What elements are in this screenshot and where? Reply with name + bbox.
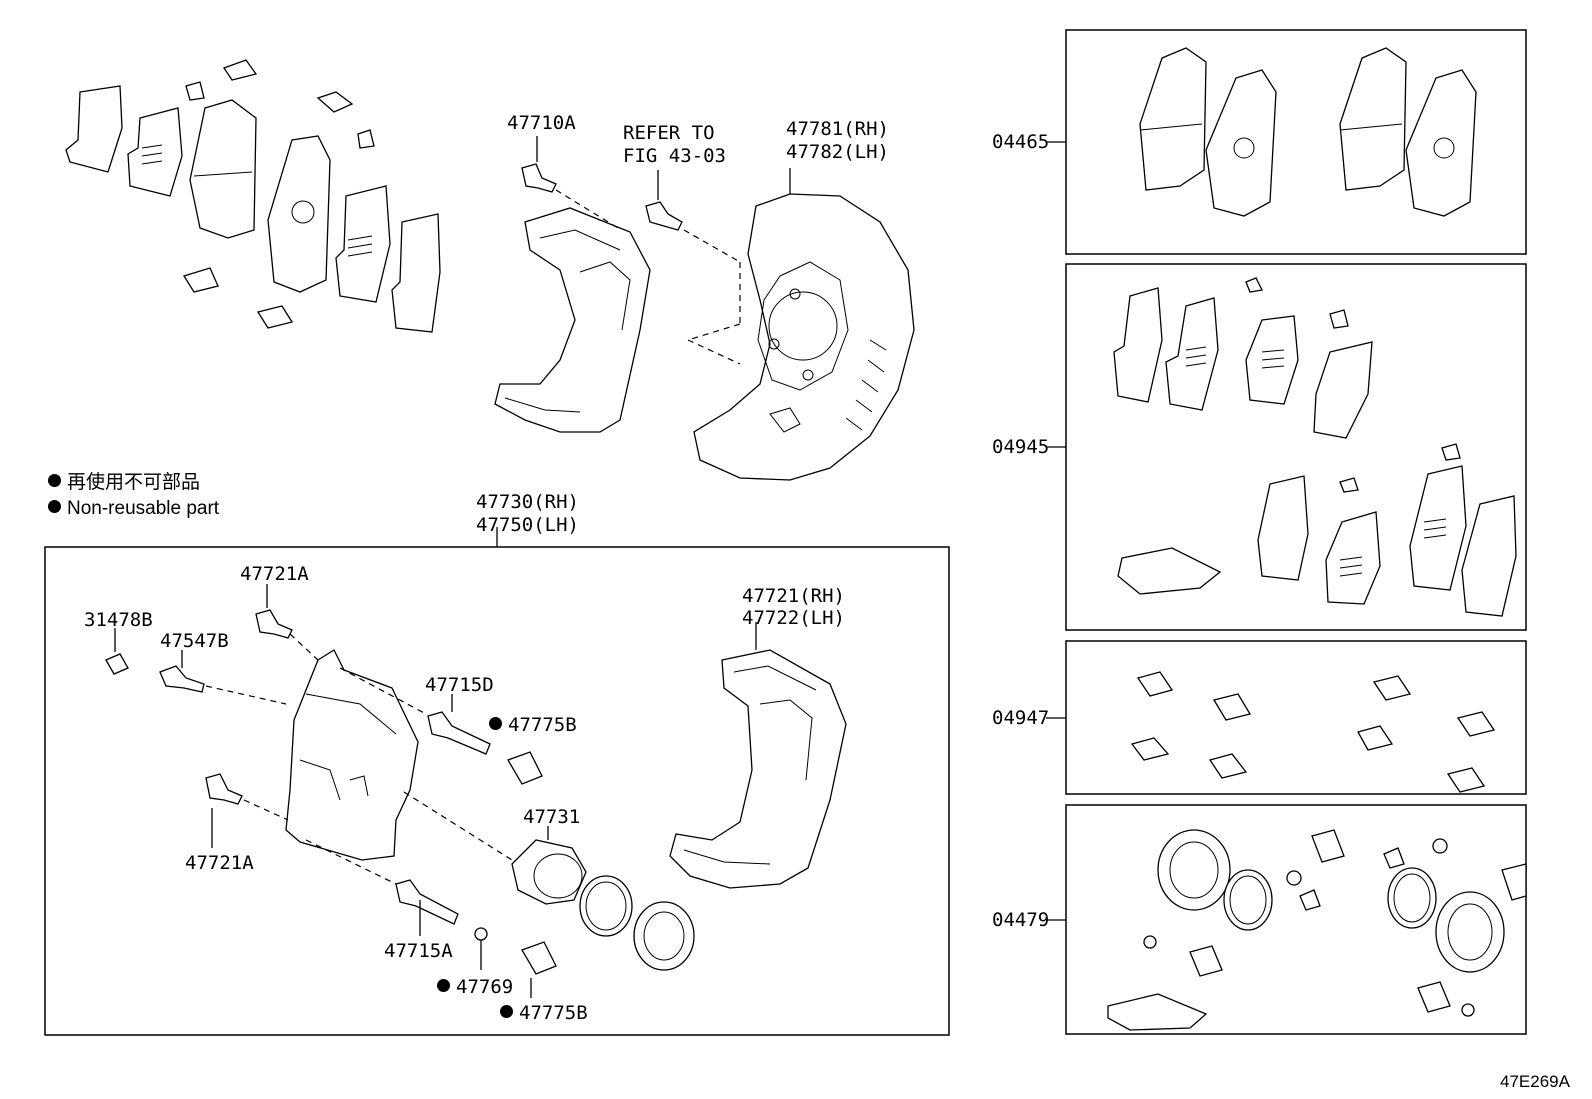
non-reusable-dot-icon — [500, 1005, 513, 1018]
label-47721A-bottom: 47721A — [185, 852, 254, 874]
cap-31478B — [105, 653, 129, 675]
label-kit-04479: 04479 — [992, 909, 1050, 931]
label-47775B-top: 47775B — [489, 714, 577, 736]
label-47710A: 47710A — [507, 112, 576, 134]
pin-47715D — [427, 711, 491, 755]
grease-packet-04479 — [1107, 993, 1208, 1031]
label-47722: 47722(LH) — [742, 607, 845, 629]
non-reusable-dot-icon — [48, 500, 61, 514]
label-31478B: 31478B — [84, 609, 153, 631]
legend-jp: 再使用不可部品 — [48, 472, 200, 494]
bolt-47721A-top — [255, 609, 293, 639]
kit-04465-pads — [1139, 47, 1477, 217]
kit-04945-shims — [1113, 277, 1517, 617]
label-47731: 47731 — [523, 806, 581, 828]
kit-04947-clips — [1130, 671, 1496, 793]
caliper-bracket-lower — [669, 649, 847, 889]
label-47750: 47750(LH) — [476, 514, 579, 536]
label-47715A: 47715A — [384, 940, 453, 962]
label-47721: 47721(RH) — [742, 585, 845, 607]
seal-ring — [579, 875, 633, 937]
figure-id: 47E269A — [1500, 1072, 1570, 1091]
label-kit-04465: 04465 — [992, 131, 1050, 153]
bush-47769 — [474, 927, 488, 941]
non-reusable-dot-icon — [489, 717, 502, 730]
piston-47731 — [511, 839, 587, 905]
label-fig: FIG 43-03 — [623, 145, 726, 167]
boot-47775B-bottom — [521, 941, 557, 975]
caliper-body — [285, 649, 419, 861]
label-refer-to: REFER TO — [623, 122, 715, 144]
kit-04947-box — [1065, 640, 1527, 795]
label-47775B-bottom: 47775B — [500, 1002, 588, 1024]
label-kit-04947: 04947 — [992, 707, 1050, 729]
caliper-bracket-upper — [494, 207, 651, 433]
label-47715D: 47715D — [425, 674, 494, 696]
label-47781: 47781(RH) — [786, 118, 889, 140]
legend-en: Non-reusable part — [48, 498, 219, 520]
piston-boot — [633, 901, 695, 971]
label-kit-04945: 04945 — [992, 436, 1050, 458]
dust-shield — [693, 193, 915, 481]
pad-shim-group-top-left — [65, 59, 441, 333]
label-47769: 47769 — [437, 976, 513, 998]
bleeder-47547B — [159, 665, 205, 693]
kit-04479-seals — [1107, 829, 1527, 1031]
bolt-47721A-bottom — [205, 773, 243, 805]
label-47782: 47782(LH) — [786, 141, 889, 163]
bolt-47710A — [521, 163, 557, 193]
label-47721A-top: 47721A — [240, 563, 309, 585]
non-reusable-dot-icon — [437, 979, 450, 992]
non-reusable-dot-icon — [48, 474, 61, 488]
label-47730: 47730(RH) — [476, 491, 579, 513]
boot-47775B-top — [507, 751, 543, 785]
label-47547B: 47547B — [160, 630, 229, 652]
bolt-refer-fig — [645, 201, 683, 231]
grease-packet-04945 — [1117, 547, 1222, 595]
pin-47715A — [395, 879, 459, 925]
